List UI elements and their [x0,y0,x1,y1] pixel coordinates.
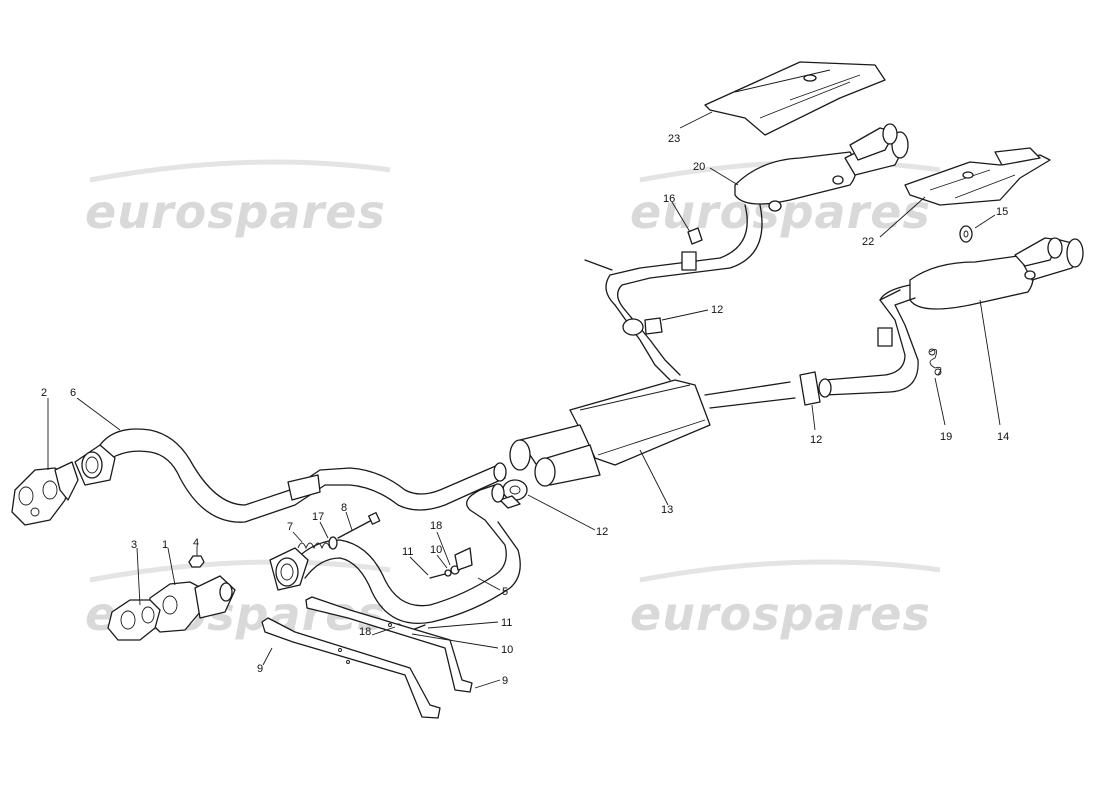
callout-11-upper: 11 [402,546,413,558]
callout-12-centre: 12 [596,526,608,538]
watermark-left-top: eurospares [85,159,391,239]
callout-22: 22 [862,236,874,248]
leader-lines [47,111,1001,689]
heat-shield-lower [904,147,1051,206]
callout-3: 3 [131,539,137,551]
spring-bolt-assembly [297,512,381,550]
nut-part-4 [188,555,205,568]
silencer-rear-right [909,237,1084,310]
callout-23: 23 [668,133,680,145]
pipe-centre-to-right [704,284,919,409]
clip-part-16 [687,227,703,245]
flange-part-1 [147,575,236,633]
callout-4: 4 [193,537,199,549]
heat-shield-upper [704,61,886,136]
callout-9-left: 9 [257,663,263,675]
svg-text:eurospares: eurospares [630,587,931,641]
callout-5: 5 [502,586,508,598]
callout-11-lower: 11 [501,617,512,629]
gasket-part-3 [107,599,161,641]
callout-19: 19 [940,431,952,443]
callout-20: 20 [693,161,705,173]
clamp-upper [622,317,663,336]
callout-15: 15 [996,206,1008,218]
callout-13: 13 [661,504,673,516]
callout-16: 16 [663,193,675,205]
pipe-to-left-silencer [584,204,763,381]
silencer-centre [509,379,711,487]
front-pipe-lower [269,483,521,624]
spring-hanger-part-19 [928,348,942,376]
callout-8: 8 [341,502,347,514]
callout-10-upper: 10 [430,544,442,556]
flange-part-2 [11,461,79,526]
callout-12-upper: 12 [711,304,723,316]
callout-9-right: 9 [502,675,508,687]
callout-6: 6 [70,387,76,399]
callout-7: 7 [287,521,293,533]
clamp-centre [499,479,528,509]
silencer-rear-left [734,123,909,212]
watermark-right-bottom: eurospares [630,559,941,641]
callout-1: 1 [162,539,168,551]
callout-2: 2 [41,387,47,399]
callout-18-lower: 18 [359,626,371,638]
callout-labels: 23 20 16 15 22 12 19 14 12 13 12 2 6 3 1… [41,133,1009,687]
gasket-part-15 [959,225,973,243]
mounting-brackets [261,596,473,719]
front-pipe-upper [74,428,507,523]
callout-10-lower: 10 [501,644,513,656]
callout-12-right: 12 [810,434,822,446]
callout-14: 14 [997,431,1009,443]
callout-17: 17 [312,511,324,523]
svg-text:eurospares: eurospares [85,185,386,239]
callout-18-upper: 18 [430,520,442,532]
